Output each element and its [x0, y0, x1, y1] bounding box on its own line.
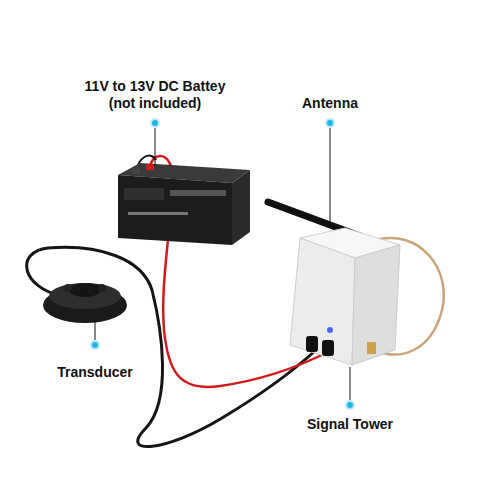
tower-side — [352, 245, 400, 365]
leader-line — [350, 367, 351, 400]
battery-terminal — [132, 168, 140, 174]
battery-front — [118, 175, 232, 245]
sma-connector — [367, 342, 376, 354]
callout-label: Transducer — [25, 364, 165, 381]
sensor-connector — [322, 340, 334, 356]
battery-side — [232, 170, 250, 245]
status-led — [327, 327, 333, 333]
battery-sticker — [170, 190, 226, 196]
power-connector — [306, 336, 318, 352]
battery-terminal — [146, 164, 154, 170]
transducer-cable — [27, 247, 316, 446]
transducer-hub — [69, 283, 101, 297]
callout-label: Signal Tower — [270, 416, 430, 433]
transducer-top — [49, 283, 121, 309]
leader-line — [155, 128, 156, 166]
leader-line — [95, 318, 96, 340]
callout-dot — [91, 341, 99, 349]
callout-dot — [346, 401, 354, 409]
leader-line — [330, 128, 331, 222]
callout-dot — [151, 119, 159, 127]
callout-label: Antenna — [270, 95, 390, 112]
battery-sticker — [128, 212, 188, 215]
tower-front — [290, 238, 355, 365]
callout-dot — [326, 119, 334, 127]
callout-label: 11V to 13V DC Battey (not included) — [75, 78, 235, 112]
battery-sticker — [124, 188, 164, 200]
transducer-bump — [98, 284, 106, 292]
transducer-bump — [64, 284, 72, 292]
